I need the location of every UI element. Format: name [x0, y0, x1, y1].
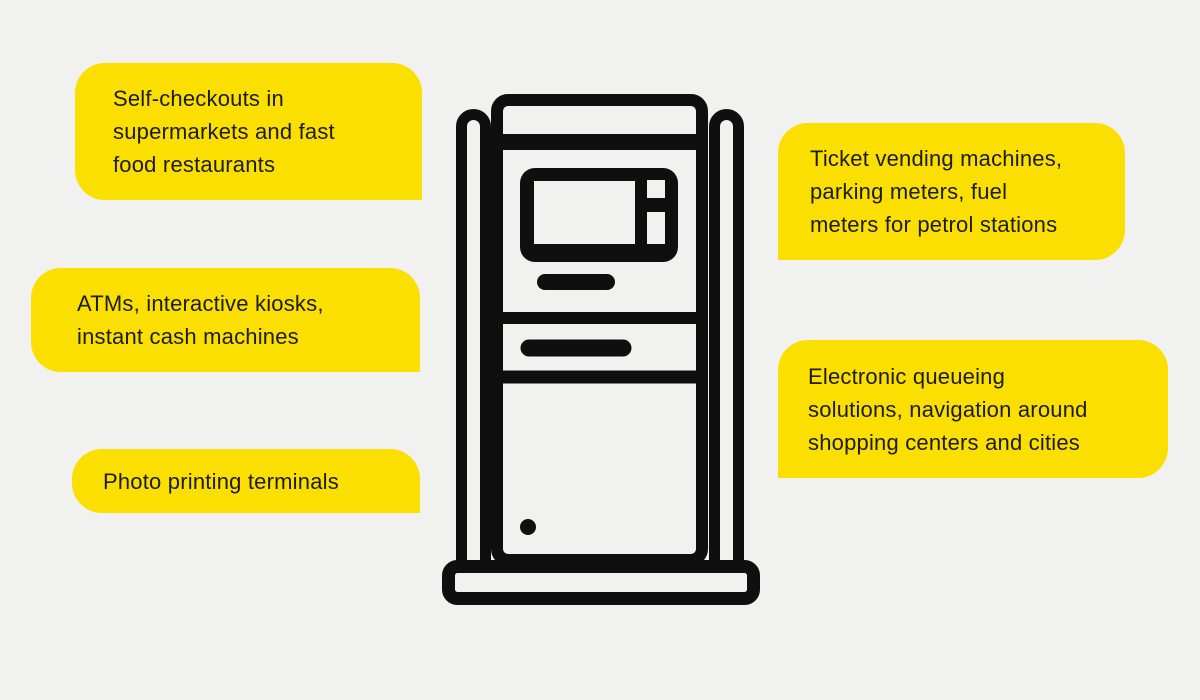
- kiosk-screen-button-bottom: [647, 212, 665, 244]
- kiosk-screen-button-top: [647, 180, 665, 198]
- bubble-line: parking meters, fuel: [810, 179, 1008, 204]
- use-case-bubble-queueing: Electronic queueing solutions, navigatio…: [778, 340, 1168, 478]
- bubble-line: Ticket vending machines,: [810, 146, 1063, 171]
- bubble-line: ATMs, interactive kiosks,: [77, 291, 324, 316]
- use-case-bubble-self-checkouts: Self-checkouts in supermarkets and fast …: [75, 63, 422, 200]
- kiosk-left-post: [456, 109, 491, 582]
- kiosk-base: [442, 560, 760, 605]
- bubble-line: supermarkets and fast: [113, 119, 335, 144]
- kiosk-right-post: [709, 109, 744, 582]
- self-service-kiosk-icon: [435, 85, 765, 615]
- kiosk-svg: [442, 94, 760, 605]
- kiosk-screen: [520, 168, 678, 262]
- bubble-line: shopping centers and cities: [808, 429, 1081, 455]
- bubble-line: Electronic queueing: [808, 363, 1006, 389]
- kiosk-lock-dot: [520, 519, 536, 535]
- use-case-bubble-ticket-vending: Ticket vending machines, parking meters,…: [778, 123, 1125, 260]
- bubble-line: Photo printing terminals: [103, 468, 339, 494]
- kiosk-screen-display: [534, 181, 635, 244]
- bubble-line: Self-checkouts in: [113, 86, 284, 111]
- use-case-bubble-photo-printing: Photo printing terminals: [72, 449, 420, 513]
- bubble-line: food restaurants: [113, 152, 276, 177]
- use-case-bubble-atms: ATMs, interactive kiosks, instant cash m…: [31, 268, 420, 372]
- bubble-line: instant cash machines: [77, 324, 299, 349]
- bubble-line: solutions, navigation around: [808, 396, 1088, 422]
- bubble-line: meters for petrol stations: [810, 212, 1058, 237]
